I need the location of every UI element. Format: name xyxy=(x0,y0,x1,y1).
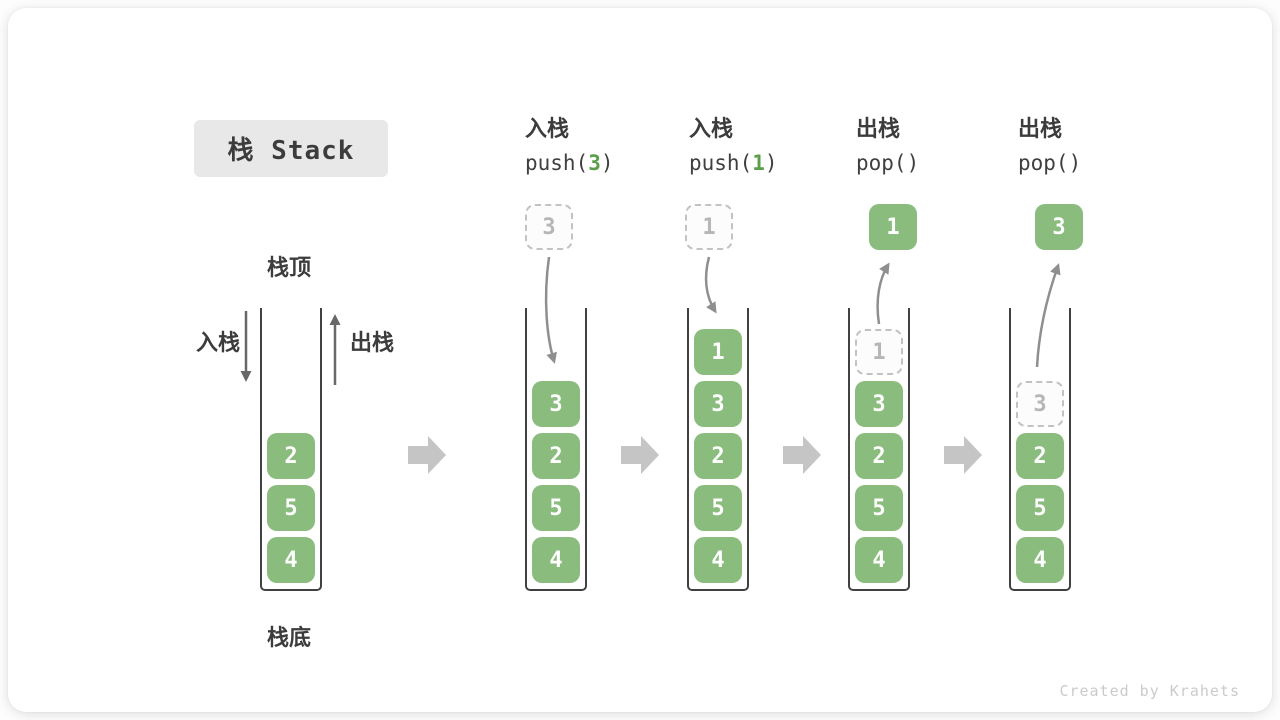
stack-cell: 3 xyxy=(855,381,903,427)
stack-cell: 4 xyxy=(1016,537,1064,583)
code-arg: 1 xyxy=(752,151,765,175)
incoming-value-box: 3 xyxy=(525,204,573,250)
op-label-pop-1: 出栈 pop() xyxy=(856,114,1006,180)
code-arg: 3 xyxy=(588,151,601,175)
code-prefix: push( xyxy=(525,151,589,175)
stack-cell: 4 xyxy=(532,537,580,583)
stack-cell: 3 xyxy=(694,381,742,427)
stack-container-after-push-1 xyxy=(687,308,749,591)
code-prefix: pop( xyxy=(856,151,907,175)
push-side-label: 入栈 xyxy=(196,331,241,356)
stack-cell: 5 xyxy=(694,485,742,531)
next-step-arrow xyxy=(944,436,982,474)
op-action-text: 入栈 xyxy=(689,117,734,142)
code-suffix: ) xyxy=(1068,151,1082,175)
stack-cell: 4 xyxy=(694,537,742,583)
next-step-arrow xyxy=(408,436,446,474)
stack-bottom-label: 栈底 xyxy=(267,626,312,651)
op-code-text: pop() xyxy=(856,146,1006,180)
op-action-text: 出栈 xyxy=(1018,117,1063,142)
figure-card: 栈 Stack 入栈 push(3) 入栈 push(1) 出栈 pop() 出… xyxy=(8,8,1272,712)
op-code-text: pop() xyxy=(1018,146,1168,180)
op-code-text: push(1) xyxy=(689,146,839,180)
pop-side-label: 出栈 xyxy=(350,331,395,356)
stack-cell: 5 xyxy=(855,485,903,531)
op-label-push-1: 入栈 push(1) xyxy=(689,114,839,180)
op-label-pop-3: 出栈 pop() xyxy=(1018,114,1168,180)
stack-cell: 2 xyxy=(267,433,315,479)
popped-value-box: 3 xyxy=(1035,204,1083,250)
code-suffix: ) xyxy=(764,151,778,175)
stack-cell: 1 xyxy=(694,329,742,375)
stack-cell: 2 xyxy=(855,433,903,479)
stack-container-after-pop-1 xyxy=(848,308,910,591)
stack-cell: 5 xyxy=(267,485,315,531)
op-code-text: push(3) xyxy=(525,146,675,180)
code-prefix: push( xyxy=(689,151,753,175)
stack-cell: 2 xyxy=(1016,433,1064,479)
figure-title-box: 栈 Stack xyxy=(194,120,388,177)
next-step-arrow xyxy=(621,436,659,474)
figure-title-text: 栈 Stack xyxy=(227,136,355,166)
stack-cell: 2 xyxy=(694,433,742,479)
stack-cell: 5 xyxy=(1016,485,1064,531)
stack-container-after-pop-3 xyxy=(1009,308,1071,591)
op-action-text: 出栈 xyxy=(856,117,901,142)
stack-cell: 4 xyxy=(855,537,903,583)
op-action-text: 入栈 xyxy=(525,117,570,142)
stack-container-after-push-3 xyxy=(525,308,587,591)
stack-cell-ghost: 1 xyxy=(855,329,903,375)
code-suffix: ) xyxy=(600,151,614,175)
stack-top-label: 栈顶 xyxy=(267,256,312,281)
stack-cell: 5 xyxy=(532,485,580,531)
op-label-push-3: 入栈 push(3) xyxy=(525,114,675,180)
popped-value-box: 1 xyxy=(869,204,917,250)
next-step-arrow xyxy=(783,436,821,474)
code-prefix: pop( xyxy=(1018,151,1069,175)
stack-cell: 3 xyxy=(532,381,580,427)
watermark-text: Created by Krahets xyxy=(1059,682,1240,700)
stack-cell: 2 xyxy=(532,433,580,479)
push-arrow xyxy=(704,256,717,314)
incoming-value-box: 1 xyxy=(685,204,733,250)
stack-cell: 4 xyxy=(267,537,315,583)
code-suffix: ) xyxy=(906,151,920,175)
stack-container-initial xyxy=(260,308,322,591)
stack-cell-ghost: 3 xyxy=(1016,381,1064,427)
